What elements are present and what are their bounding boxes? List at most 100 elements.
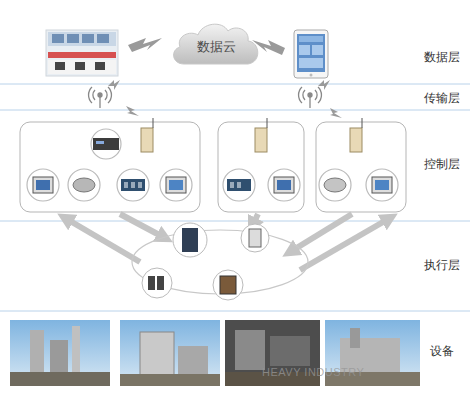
antenna-icon — [303, 90, 305, 100]
monitor-photo — [46, 30, 118, 76]
device-icon — [277, 180, 291, 190]
monitor-photo — [82, 34, 94, 43]
device-icon — [166, 177, 186, 193]
control-panel — [20, 122, 406, 212]
device-icon — [237, 182, 241, 188]
execution-ring — [157, 276, 164, 290]
device-icon — [121, 179, 145, 191]
flow-arrow — [65, 218, 140, 262]
device-icon — [93, 138, 119, 150]
equipment-photo — [270, 336, 310, 366]
wireless-bolt — [128, 38, 162, 52]
wireless-bolt — [330, 108, 342, 118]
controller-cabinet — [362, 118, 363, 128]
controller-cabinet — [255, 128, 267, 152]
monitor-photo — [97, 34, 109, 43]
tablet-device — [299, 45, 310, 55]
equipment-photo — [10, 320, 110, 386]
execution-ring — [249, 229, 261, 247]
antenna-icon — [318, 87, 321, 103]
layer-label: 执行层 — [424, 257, 460, 274]
controller-cabinet — [153, 118, 154, 128]
flow-arrow — [120, 214, 165, 238]
device-icon — [227, 179, 251, 191]
layer-separator — [0, 110, 470, 111]
control-panel — [20, 122, 200, 212]
tablet-device — [294, 30, 328, 78]
device-circle — [68, 169, 100, 201]
antenna-icon — [89, 87, 92, 103]
layer-separator — [0, 84, 470, 85]
antenna-icon — [108, 87, 111, 103]
monitor-photo — [52, 34, 64, 43]
antenna-icon — [309, 96, 310, 108]
flow-arrow — [65, 214, 390, 270]
antenna-icon — [299, 87, 302, 103]
execution-ring — [241, 224, 269, 252]
device-circle — [27, 169, 59, 201]
wireless-bolt — [126, 106, 139, 116]
device-icon — [131, 182, 135, 188]
device-icon — [73, 178, 95, 192]
layer-label: 控制层 — [424, 156, 460, 173]
equipment-photo — [10, 320, 420, 386]
antenna-icon — [308, 93, 312, 97]
device-circle — [117, 169, 149, 201]
execution-ring — [132, 230, 308, 294]
antenna-icon — [98, 93, 102, 97]
layer-label: 数据层 — [424, 49, 460, 66]
equipment-photo — [140, 332, 174, 380]
cloud-node: 数据云 — [170, 20, 262, 68]
layer-separator — [0, 84, 470, 311]
device-icon — [124, 182, 128, 188]
layer-separator — [0, 311, 470, 312]
device-icon — [36, 180, 50, 190]
cloud-outline — [174, 24, 258, 64]
monitor-photo — [95, 62, 105, 70]
monitor-photo — [48, 32, 116, 46]
device-icon — [96, 141, 104, 144]
antenna-icon — [105, 90, 107, 100]
controller-cabinet — [141, 128, 153, 152]
device-circle — [366, 169, 398, 201]
device-icon — [375, 180, 389, 190]
controller-cabinet — [267, 118, 268, 128]
tablet-device — [312, 45, 323, 55]
monitor-photo — [55, 62, 65, 70]
device-circle — [160, 169, 192, 201]
monitor-photo — [75, 62, 85, 70]
execution-ring — [148, 276, 155, 290]
monitor-photo — [48, 60, 116, 74]
node-label: 数据云 — [197, 38, 236, 56]
monitor-photo — [48, 52, 116, 58]
device-icon — [169, 180, 183, 190]
layer-label: 设备 — [430, 343, 454, 360]
device-circle — [319, 169, 351, 201]
antenna-icon — [89, 87, 322, 108]
antenna-icon — [99, 96, 100, 108]
device-icon — [138, 182, 142, 188]
equipment-photo — [350, 328, 360, 348]
device-circle — [27, 129, 398, 201]
execution-ring — [213, 270, 243, 300]
device-icon — [33, 138, 392, 193]
equipment-photo — [235, 330, 265, 370]
equipment-photo — [120, 374, 220, 386]
device-circle — [268, 169, 300, 201]
device-icon — [230, 182, 234, 188]
equipment-photo — [72, 326, 80, 380]
device-icon — [274, 177, 294, 193]
controller-cabinet — [141, 118, 362, 152]
device-icon — [324, 178, 346, 192]
device-icon — [33, 177, 53, 193]
execution-ring — [182, 228, 198, 252]
device-circle — [223, 169, 255, 201]
watermark-text: HEAVY INDUSTRY — [262, 366, 364, 378]
antenna-icon — [315, 90, 317, 100]
monitor-photo — [67, 34, 79, 43]
layer-label: 传输层 — [424, 90, 460, 107]
tablet-device — [299, 36, 323, 42]
execution-ring — [142, 268, 172, 298]
control-panel — [316, 122, 406, 212]
wireless-bolt — [108, 38, 342, 118]
